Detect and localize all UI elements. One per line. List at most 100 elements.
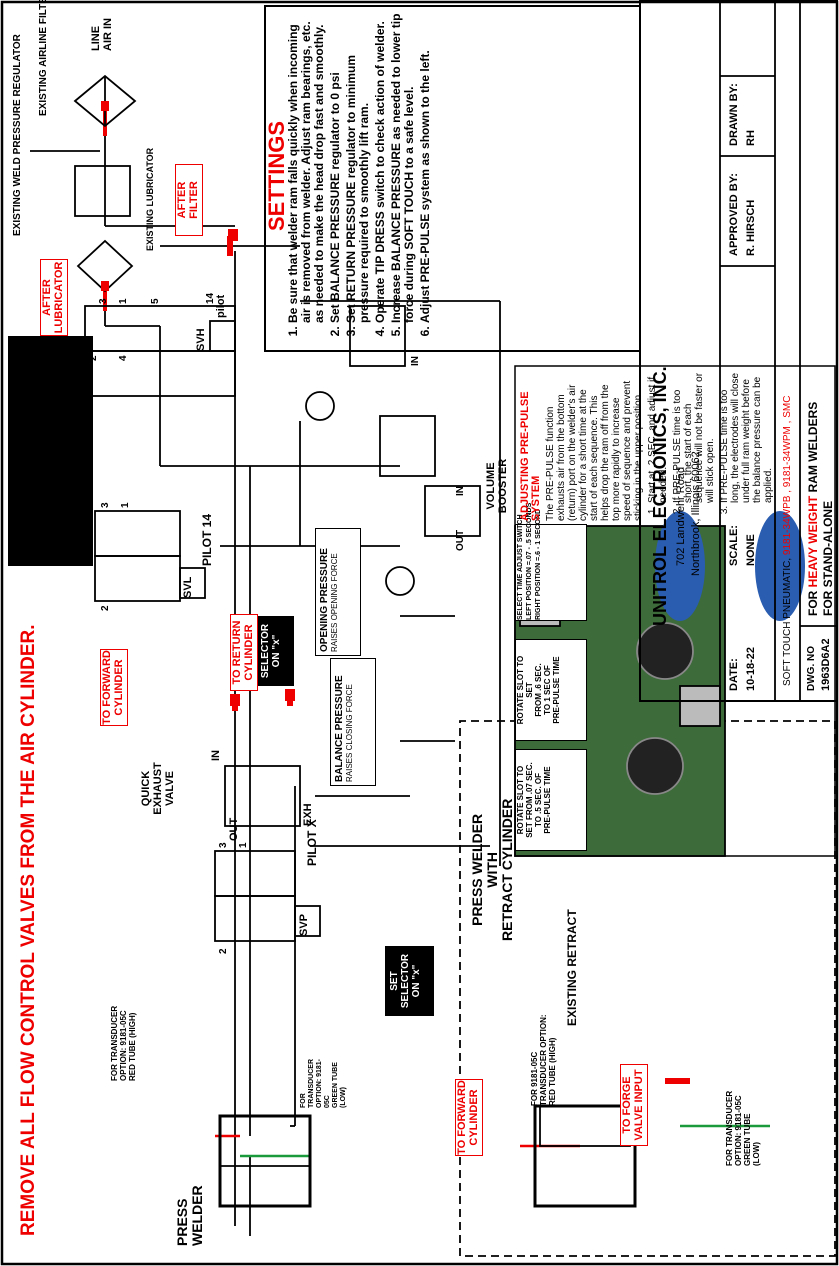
- to-forward-cylinder-label-2: TO FORWARD CYLINDER: [455, 1079, 483, 1156]
- to-forge-valve-label: TO FORGE VALVE INPUT: [620, 1064, 648, 1146]
- qev-name-label: QUICK EXHAUST VALVE: [140, 762, 176, 815]
- after-lubricator-label: AFTER LUBRICATOR: [40, 259, 68, 336]
- gauge-1: [305, 391, 335, 421]
- date-value: 10-18-22: [745, 646, 757, 691]
- prepulse-intro: The PRE-PULSE function exhausts air from…: [545, 380, 644, 521]
- set-selector-box-2: SET SELECTOR ON "x": [385, 946, 434, 1016]
- heavy-weight: HEAVY WEIGHT: [806, 495, 820, 588]
- banner-line-1: REMOVE ALL FLOW CONTROL VALVES FROM THE …: [18, 624, 39, 1236]
- for-b: RAM WELDERS: [806, 401, 820, 496]
- date-label: DATE:: [728, 658, 740, 691]
- press-welder-cylinder: [218, 1114, 312, 1208]
- to-return-cylinder-label: TO RETURN CYLINDER: [230, 614, 258, 691]
- svh-port-3: 3: [98, 298, 109, 304]
- svh-port-2: 2: [88, 355, 99, 361]
- settings-item: Operate TIP DRESS switch to check action…: [373, 11, 387, 323]
- balance-pressure-sub: RAISES CLOSING FORCE: [345, 684, 354, 782]
- qev-out-label: OUT: [228, 817, 240, 841]
- quick-exhaust-valve-symbol: [224, 765, 301, 827]
- settings-panel: SETTINGS Be sure that welder ram falls q…: [264, 11, 630, 341]
- settings-item: Adjust PRE-PULSE system as shown to the …: [418, 11, 432, 323]
- settings-item: Set BALANCE PRESSURE regulator to 0 psi: [328, 11, 342, 323]
- drawn-label: DRAWN BY:: [728, 83, 740, 146]
- svp-port-1: 1: [238, 842, 249, 848]
- volume-booster-symbol: [424, 485, 481, 537]
- line-air-in-label: LINE AIR IN: [90, 18, 114, 51]
- settings-item: Be sure that welder ram falls quickly wh…: [286, 11, 326, 323]
- warning-banner: [8, 336, 93, 566]
- vb-out-label: OUT: [455, 529, 466, 551]
- settings-list: Be sure that welder ram falls quickly wh…: [286, 11, 432, 341]
- scale-value: NONE: [745, 534, 757, 566]
- company-address-1: 702 Landwehr Road: [675, 466, 687, 566]
- banner-line-2: YOU WILL NOT USE THE EXISTING WELDER SOL…: [48, 653, 69, 1236]
- svh-port-14: 14: [205, 292, 216, 304]
- company-address-2: Northbrook, Illinois 60062: [690, 451, 702, 576]
- settings-title: SETTINGS: [264, 121, 289, 232]
- transducer-low-label-1: FOR TRANSDUCER OPTION: 9181- 05C GREEN T…: [300, 1058, 347, 1108]
- svl-label: SVL: [182, 576, 194, 598]
- model-numbers: 9181-34WPB , 9181-34WPM , SMC: [782, 395, 793, 556]
- svh-port-5: 5: [150, 298, 161, 304]
- qev-exh-label: EXH: [302, 803, 314, 826]
- approved-value: R. HIRSCH: [745, 199, 757, 256]
- dwg-label: DWG. NO: [806, 646, 817, 691]
- svh-port-1: 1: [118, 298, 129, 304]
- opening-pressure-sub: RAISES OPENING FORCE: [330, 553, 339, 652]
- drawn-value: RH: [745, 130, 757, 146]
- return-regulator-symbol: [349, 305, 406, 367]
- transducer-high-label-2: FOR 9181-05C TRANSDUCER OPTION: RED TUBE…: [530, 1014, 557, 1106]
- svh-port-4: 4: [118, 355, 129, 361]
- model-prefix: SOFT TOUCH PNEUMATIC,: [782, 555, 793, 686]
- reg-in-label: IN: [410, 356, 421, 366]
- svl-valve-symbol: [94, 510, 181, 557]
- svl-port-1: 1: [120, 502, 131, 508]
- pilotx-label: PILOT X: [305, 819, 319, 866]
- transducer-low-label-2: FOR TRANSDUCER OPTION: 9181-05C GREEN TU…: [725, 1090, 761, 1166]
- svl-port-2: 2: [100, 605, 111, 611]
- svl-port-3: 3: [100, 502, 111, 508]
- svh-label: SVH: [195, 328, 207, 351]
- lubricator-symbol: [76, 239, 134, 293]
- approved-label: APPROVED BY:: [728, 173, 740, 256]
- settings-item: Increase BALANCE PRESSURE as needed to l…: [389, 11, 416, 323]
- transducer-high-label-1: FOR TRANSDUCER OPTION: 9181-05C RED TUBE…: [110, 1005, 137, 1081]
- svp-port-2: 2: [218, 948, 229, 954]
- company-name: UNITROL ELECTRONICS, INC.: [650, 366, 670, 626]
- lubricator-label: EXISTING LUBRICATOR: [145, 147, 155, 251]
- svp-valve-symbol: [214, 850, 296, 897]
- regulator-label: EXISTING WELD PRESSURE REGULATOR: [12, 34, 23, 236]
- svp-port-3: 3: [218, 842, 229, 848]
- opening-pressure-box: OPENING PRESSURE RAISES OPENING FORCE: [315, 528, 361, 656]
- airline-filter-symbol: [73, 74, 137, 128]
- switch-label: SELECT TIME ADJUST SWITCH LEFT POSITION …: [515, 503, 587, 621]
- rotate-slot-label-1: ROTATE SLOT TO SET FROM .6 SEC. TO 1 SEC…: [515, 639, 587, 741]
- dwg-number: 1963D6A2: [820, 638, 832, 691]
- scale-label: SCALE:: [728, 525, 740, 566]
- vb-in-label: IN: [455, 486, 466, 496]
- for-a: FOR: [806, 587, 820, 616]
- weld-regulator-symbol: [74, 165, 131, 217]
- gauge-2: [385, 566, 415, 596]
- balance-pressure-title: BALANCE PRESSURE: [334, 675, 345, 782]
- prepulse-title: ADJUSTING PRE-PULSE SYSTEM: [519, 391, 542, 521]
- pilot14-label: PILOT 14: [200, 513, 214, 566]
- to-forward-cylinder-label-1: TO FORWARD CYLINDER: [100, 649, 128, 726]
- settings-item: Set RETURN PRESSURE regulator to minimum…: [344, 11, 371, 323]
- for-line-1: FOR HEAVY WEIGHT RAM WELDERS: [806, 402, 820, 616]
- svh-pilot-label: pilot: [215, 294, 227, 318]
- existing-retract-label: EXISTING RETRACT: [565, 909, 579, 1026]
- balance-pressure-box: BALANCE PRESSURE RAISES CLOSING FORCE: [330, 658, 376, 786]
- model-line: SOFT TOUCH PNEUMATIC, 9181-34WPB , 9181-…: [782, 396, 793, 686]
- prepulse-item: If PRE-PULSE time is too long, the elect…: [719, 371, 774, 503]
- svp-label: SVP: [298, 913, 310, 936]
- press-welder-label: PRESS WELDER: [174, 1185, 205, 1246]
- rotate-slot-label-2: ROTATE SLOT TO SET FROM .07 SEC. TO .5 S…: [515, 749, 587, 851]
- volume-booster-label: VOLUME BOOSTER: [485, 458, 509, 514]
- opening-pressure-title: OPENING PRESSURE: [319, 548, 330, 652]
- qev-in-label: IN: [210, 750, 222, 761]
- after-filter-label: AFTER FILTER: [175, 164, 203, 236]
- press-welder-retract-label: PRESS WELDER WITH RETRACT CYLINDER: [469, 798, 515, 941]
